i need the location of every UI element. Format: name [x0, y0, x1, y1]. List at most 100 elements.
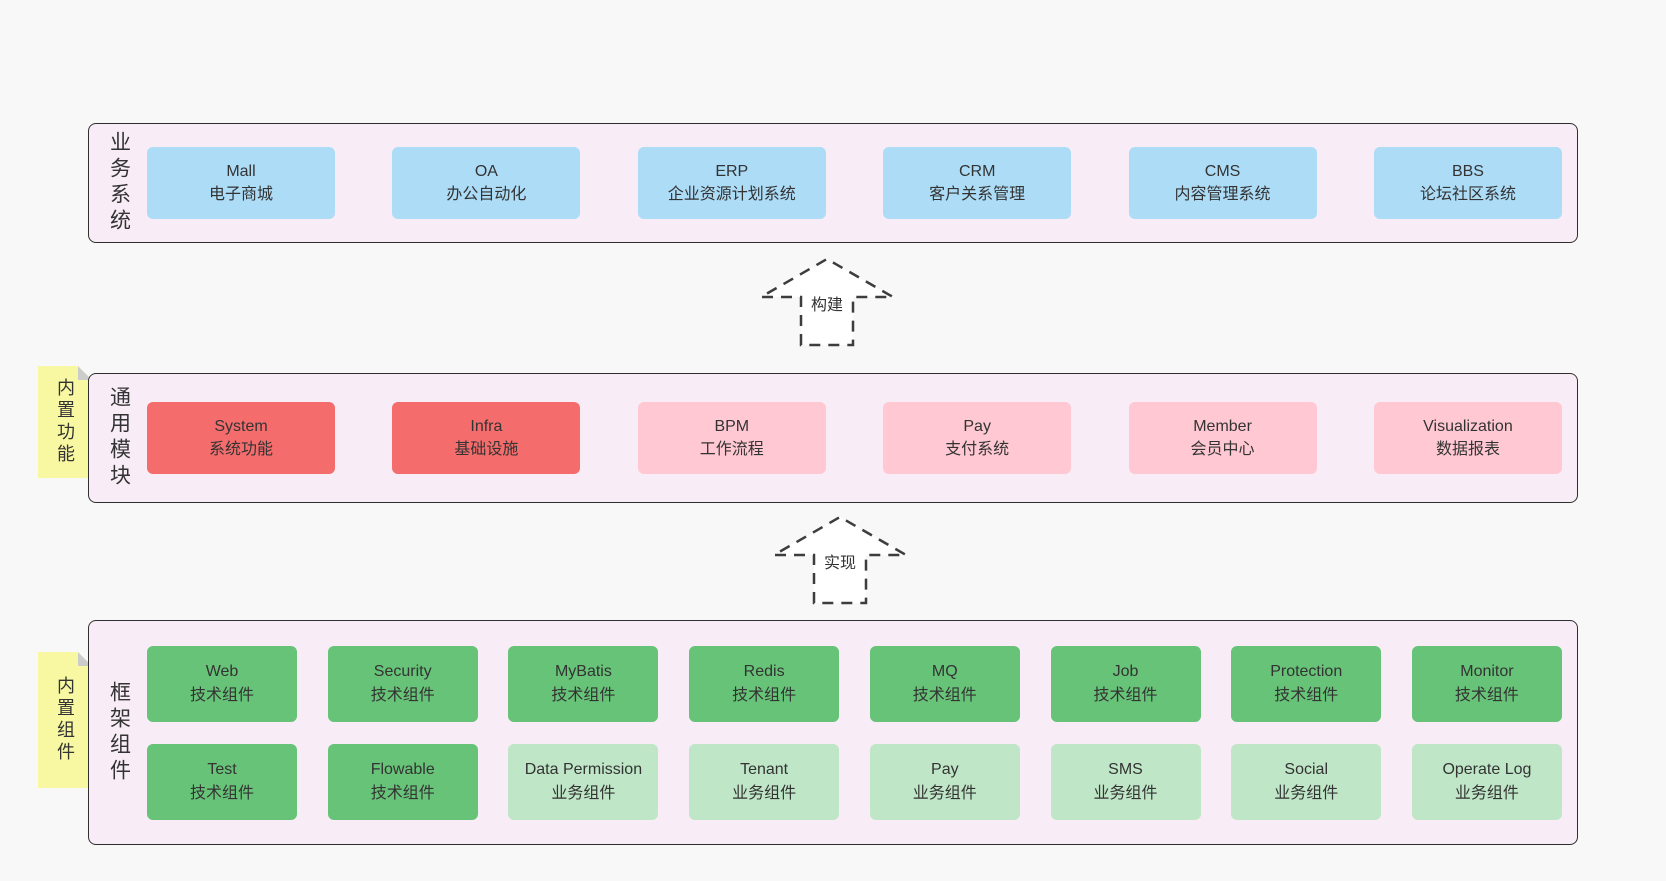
box-title-en: CRM	[958, 162, 996, 180]
box-subtitle-zh: 数据报表	[1435, 441, 1500, 458]
box-oa: OA 办公自动化	[392, 147, 581, 219]
box-infra: Infra 基础设施	[392, 402, 581, 474]
box-test: Test 技术组件	[147, 743, 297, 820]
box-title-en: BPM	[714, 417, 750, 435]
box-title-en: SMS	[1108, 761, 1143, 779]
box-title-en: Pay	[931, 761, 959, 779]
modules-boxes-row: System 系统功能 Infra 基础设施 BPM 工作流程 Pay 支付系统 Member 会…	[147, 402, 1562, 474]
box-subtitle-zh: 系统功能	[208, 441, 273, 458]
box-pay: Pay 业务组件	[869, 743, 1020, 820]
box-title-en: Social	[1284, 761, 1328, 779]
box-title-en: Monitor	[1460, 663, 1514, 681]
box-subtitle-zh: 电子商城	[208, 186, 273, 203]
box-title-en: Redis	[743, 663, 785, 681]
box-system: System 系统功能	[147, 402, 335, 474]
box-title-en: ERP	[715, 162, 749, 180]
box-title-en: Protection	[1270, 663, 1343, 681]
box-subtitle-zh: 技术组件	[189, 686, 254, 704]
box-subtitle-zh: 技术组件	[370, 784, 435, 802]
box-title-en: BBS	[1451, 162, 1484, 180]
box-title-en: Visualization	[1423, 417, 1513, 435]
box-subtitle-zh: 技术组件	[1274, 686, 1339, 704]
box-subtitle-zh: 业务组件	[1093, 784, 1158, 802]
box-visualization: Visualization 数据报表	[1373, 402, 1562, 474]
box-title-en: Operate Log	[1442, 761, 1532, 779]
box-title-en: Data Permission	[524, 761, 643, 779]
box-title-en: Infra	[470, 417, 503, 435]
box-subtitle-zh: 基础设施	[454, 441, 519, 458]
box-title-en: Test	[207, 761, 237, 779]
box-security: Security 技术组件	[327, 645, 478, 722]
box-title-en: Tenant	[740, 761, 789, 779]
box-job: Job 技术组件	[1050, 645, 1201, 722]
box-title-en: System	[214, 417, 268, 435]
box-subtitle-zh: 企业资源计划系统	[667, 186, 796, 203]
box-subtitle-zh: 技术组件	[370, 686, 435, 704]
box-protection: Protection 技术组件	[1231, 645, 1382, 722]
box-subtitle-zh: 客户关系管理	[929, 186, 1026, 203]
box-mybatis: MyBatis 技术组件	[508, 645, 659, 722]
box-subtitle-zh: 业务组件	[912, 784, 977, 802]
box-subtitle-zh: 论坛社区系统	[1419, 186, 1516, 203]
box-subtitle-zh: 业务组件	[1274, 784, 1339, 802]
arrow-implement: 实现	[770, 513, 910, 605]
business-boxes-row: Mall 电子商城 OA 办公自动化 ERP 企业资源计划系统 CRM 客户关系管理 CMS 内容…	[147, 147, 1562, 219]
arrow-implement-label: 实现	[820, 549, 860, 573]
box-title-en: Member	[1193, 417, 1252, 435]
box-subtitle-zh: 技术组件	[912, 686, 977, 704]
box-flowable: Flowable 技术组件	[327, 743, 478, 820]
box-data-permission: Data Permission 业务组件	[508, 743, 659, 820]
box-mq: MQ 技术组件	[869, 645, 1020, 722]
box-crm: CRM 客户关系管理	[883, 147, 1072, 219]
box-title-en: Job	[1112, 663, 1139, 681]
box-title-en: Flowable	[370, 761, 435, 779]
layer-label-common-modules: 通用模块	[107, 386, 131, 490]
box-subtitle-zh: 内容管理系统	[1174, 186, 1271, 203]
layer-label-framework-components: 框架组件	[107, 680, 131, 785]
sticky-builtin-components-label: 内置组件	[55, 676, 75, 764]
sticky-note-builtin-components: 内置组件	[38, 652, 92, 788]
box-subtitle-zh: 技术组件	[732, 686, 797, 704]
sticky-builtin-features-label: 内置功能	[55, 378, 75, 466]
box-subtitle-zh: 技术组件	[551, 686, 616, 704]
box-subtitle-zh: 技术组件	[1093, 686, 1158, 704]
box-subtitle-zh: 业务组件	[732, 784, 797, 802]
box-sms: SMS 业务组件	[1050, 743, 1201, 820]
box-title-en: Web	[205, 663, 239, 681]
box-operate-log: Operate Log 业务组件	[1411, 743, 1562, 820]
box-title-en: Pay	[963, 417, 991, 435]
box-title-en: Security	[373, 663, 432, 681]
box-title-en: CMS	[1204, 162, 1241, 180]
box-pay: Pay 支付系统	[883, 402, 1072, 474]
box-subtitle-zh: 业务组件	[551, 784, 616, 802]
box-subtitle-zh: 会员中心	[1190, 441, 1255, 458]
layer-business-systems: 业务系统 Mall 电子商城 OA 办公自动化 ERP 企业资源计划系统 CRM 客户关系管理…	[88, 123, 1578, 243]
box-bpm: BPM 工作流程	[637, 402, 826, 474]
box-subtitle-zh: 业务组件	[1454, 784, 1519, 802]
box-monitor: Monitor 技术组件	[1411, 645, 1562, 722]
box-bbs: BBS 论坛社区系统	[1373, 147, 1562, 219]
box-redis: Redis 技术组件	[689, 645, 840, 722]
box-subtitle-zh: 技术组件	[1454, 686, 1519, 704]
layer-label-business-systems: 业务系统	[107, 131, 131, 235]
box-title-en: Mall	[226, 162, 256, 180]
box-title-en: MQ	[931, 663, 958, 681]
arrow-build-label: 构建	[807, 291, 847, 315]
box-subtitle-zh: 支付系统	[945, 441, 1010, 458]
layer-common-modules: 通用模块 System 系统功能 Infra 基础设施 BPM 工作流程 Pay 支付系统 Me…	[88, 373, 1578, 503]
sticky-note-builtin-features: 内置功能	[38, 366, 92, 478]
box-subtitle-zh: 技术组件	[189, 784, 254, 802]
box-subtitle-zh: 办公自动化	[446, 186, 527, 203]
box-tenant: Tenant 业务组件	[689, 743, 840, 820]
arrow-build: 构建	[757, 255, 897, 347]
box-cms: CMS 内容管理系统	[1128, 147, 1317, 219]
box-title-en: OA	[474, 162, 498, 180]
box-subtitle-zh: 工作流程	[699, 441, 764, 458]
box-member: Member 会员中心	[1128, 402, 1317, 474]
box-title-en: MyBatis	[554, 663, 612, 681]
box-mall: Mall 电子商城	[147, 147, 335, 219]
box-erp: ERP 企业资源计划系统	[637, 147, 826, 219]
